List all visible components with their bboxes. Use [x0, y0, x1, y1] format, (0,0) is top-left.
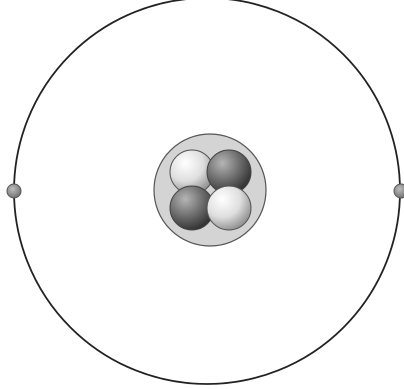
nucleon-bottom-right [207, 186, 251, 230]
nucleus [154, 134, 266, 246]
electron-right [394, 184, 404, 198]
electron-left [7, 184, 21, 198]
